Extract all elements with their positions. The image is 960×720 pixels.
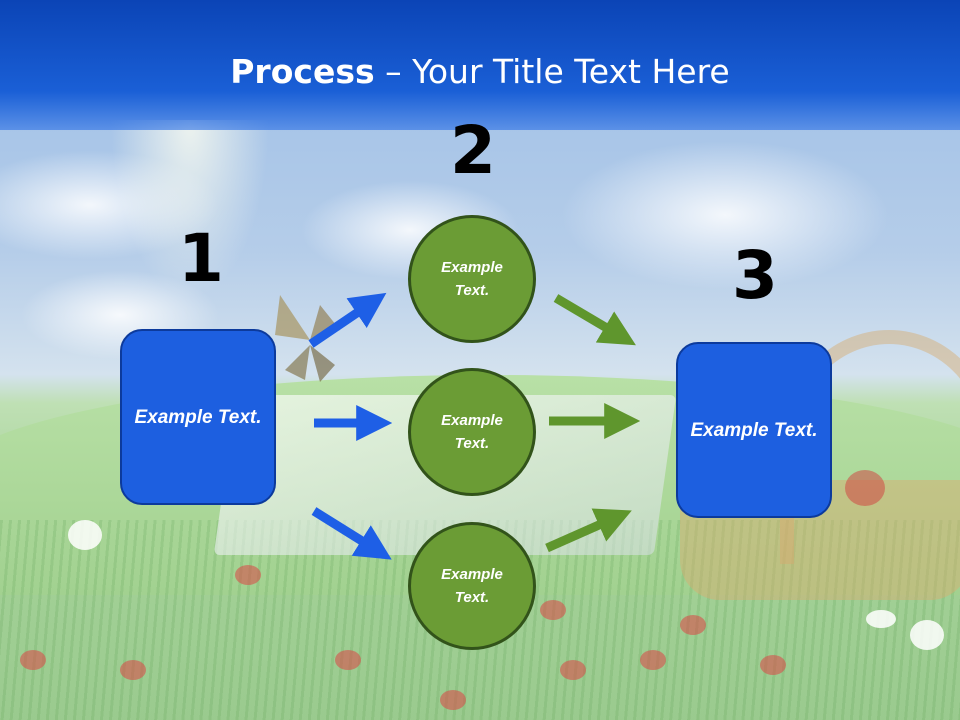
title-rest: – Your Title Text Here bbox=[374, 52, 730, 91]
arrow-blue-up bbox=[308, 292, 387, 348]
process-box-step-1: Example Text. bbox=[120, 329, 276, 505]
flower bbox=[640, 650, 666, 670]
arrow-green-up bbox=[545, 508, 632, 553]
flower bbox=[335, 650, 361, 670]
step-number-3: 3 bbox=[732, 237, 778, 314]
title-bold: Process bbox=[230, 52, 375, 91]
box-label: Example Text. bbox=[690, 419, 818, 441]
flower bbox=[760, 655, 786, 675]
arrow-green-down bbox=[553, 294, 636, 346]
flower bbox=[680, 615, 706, 635]
flower bbox=[866, 610, 896, 628]
title-bar bbox=[0, 0, 960, 130]
slide-title: Process – Your Title Text Here bbox=[0, 52, 960, 91]
flower bbox=[540, 600, 566, 620]
step-number-2: 2 bbox=[450, 112, 496, 189]
process-circle-bottom: Example Text. bbox=[408, 522, 536, 650]
cloud bbox=[560, 140, 890, 290]
process-circle-top: Example Text. bbox=[408, 215, 536, 343]
process-circle-middle: Example Text. bbox=[408, 368, 536, 496]
step-number-1: 1 bbox=[178, 220, 224, 297]
process-box-step-3: Example Text. bbox=[676, 342, 832, 518]
circle-label: Example Text. bbox=[441, 259, 503, 299]
flower bbox=[910, 620, 944, 650]
flower bbox=[235, 565, 261, 585]
flower bbox=[120, 660, 146, 680]
flower bbox=[68, 520, 102, 550]
box-label: Example Text. bbox=[134, 406, 262, 428]
sun-rays bbox=[110, 120, 270, 300]
arrow-blue-down bbox=[311, 507, 392, 560]
circle-label: Example Text. bbox=[441, 412, 503, 452]
flower bbox=[20, 650, 46, 670]
flower bbox=[560, 660, 586, 680]
strawberry bbox=[845, 470, 885, 506]
flower bbox=[440, 690, 466, 710]
circle-label: Example Text. bbox=[441, 566, 503, 606]
